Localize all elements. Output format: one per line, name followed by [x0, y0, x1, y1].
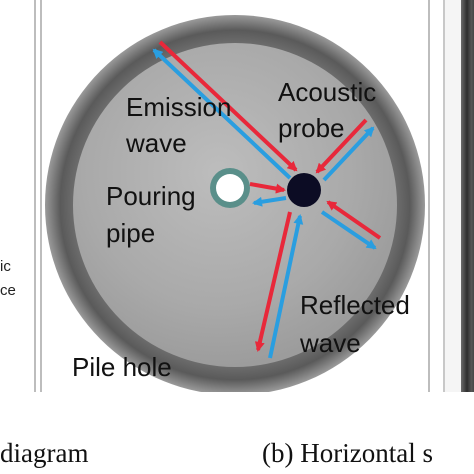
right-panel: [443, 0, 474, 392]
reflected-arrow-down: [254, 211, 292, 352]
reflection-arrow-lower-right: [326, 200, 382, 240]
emission-arrow-lower: [268, 214, 304, 359]
reflection-arrow-from-pipe: [252, 196, 287, 207]
acoustic-probe: [287, 173, 321, 207]
label-acoustic-line1: Acoustic: [278, 77, 376, 107]
left-panel: ic ce: [0, 0, 36, 392]
right-panel-image-strip: [461, 0, 474, 392]
left-panel-text-1: ic: [0, 258, 11, 275]
left-panel-text-2: ce: [0, 282, 16, 299]
reflection-arrow-upper-right: [322, 126, 375, 182]
pile-section-diagram: Emission wave Acoustic probe Pouring pip…: [45, 15, 425, 395]
caption-right: (b) Horizontal s: [262, 438, 433, 468]
label-reflected-line2: wave: [299, 328, 361, 358]
emission-arrow-upper-left: [158, 40, 298, 172]
emission-arrow-to-pipe: [249, 182, 286, 194]
label-pile-hole: Pile hole: [72, 352, 172, 382]
caption-left: diagram: [0, 438, 89, 468]
label-emission-line2: wave: [125, 128, 187, 158]
emission-arrow-lower-right: [320, 210, 377, 250]
middle-panel: Emission wave Acoustic probe Pouring pip…: [40, 0, 430, 395]
reflection-arrow-upper-left: [152, 48, 292, 180]
label-reflected-line1: Reflected: [300, 290, 410, 320]
label-emission-line1: Emission: [126, 92, 231, 122]
emission-arrow-upper-right: [315, 118, 368, 174]
label-pouring-line1: Pouring: [106, 181, 196, 211]
label-acoustic-line2: probe: [278, 113, 345, 143]
pouring-pipe-hole: [216, 174, 244, 202]
label-pouring-line2: pipe: [106, 218, 155, 248]
